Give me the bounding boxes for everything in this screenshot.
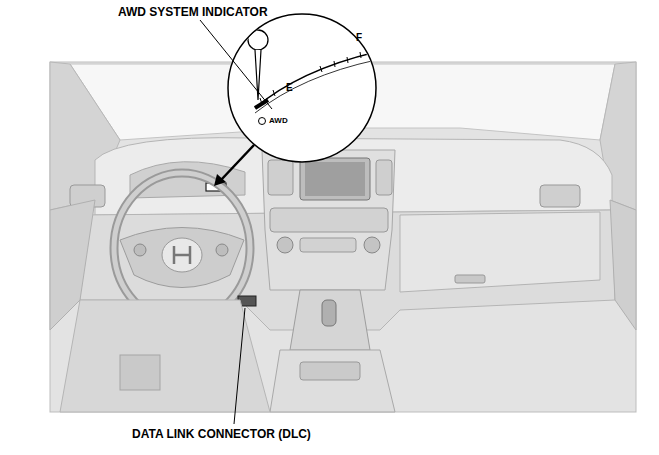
gauge-mark: E xyxy=(286,83,293,93)
callout-label: DATA LINK CONNECTOR (DLC) xyxy=(132,428,311,440)
indicator-label: AWD xyxy=(269,117,288,125)
callout-label: AWD SYSTEM INDICATOR xyxy=(118,6,268,18)
gauge-mark: F xyxy=(356,33,362,43)
